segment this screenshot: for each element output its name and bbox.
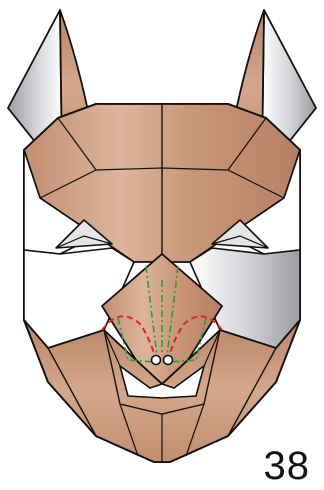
step-number: 38 [264,446,311,486]
